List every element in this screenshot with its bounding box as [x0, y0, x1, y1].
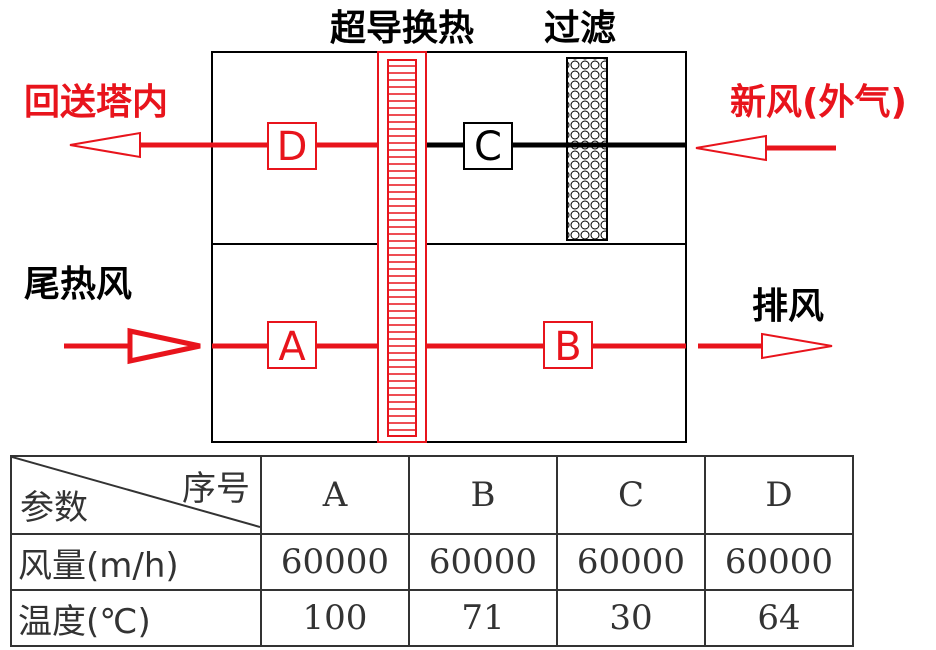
table-cell: 64: [704, 589, 854, 647]
corner-bottom-label: 参数: [20, 488, 88, 528]
row-label: 温度(℃): [10, 589, 262, 647]
svg-text:C: C: [474, 124, 502, 170]
housing-box: [211, 51, 687, 443]
table-cell: 60000: [408, 533, 558, 591]
fresh-air-label: 新风(外气): [730, 82, 907, 123]
filter-mesh: [566, 57, 608, 241]
waste-heat-label: 尾热风: [24, 264, 132, 305]
table-row: 温度(℃) 100 71 30 64: [10, 589, 854, 647]
heat-exchange-diagram: D C A B 超导换热 过滤 回送塔内 新风(外气) 尾热风 排风: [24, 8, 907, 443]
column-header: A: [260, 455, 410, 535]
svg-text:D: D: [277, 124, 308, 170]
parameter-table: 序号 参数 A B C D 风量(m/h) 60000 60000 60000 …: [10, 455, 854, 647]
exchanger-label: 超导换热: [330, 8, 474, 49]
table-cell: 60000: [260, 533, 410, 591]
node-b: B: [543, 321, 593, 370]
corner-diagonal: [12, 457, 260, 528]
column-header: B: [408, 455, 558, 535]
filter-label: 过滤: [544, 8, 616, 49]
return-label: 回送塔内: [24, 82, 168, 123]
row-label: 风量(m/h): [10, 533, 262, 591]
corner-top-label: 序号: [182, 469, 250, 509]
table-row: 风量(m/h) 60000 60000 60000 60000: [10, 533, 854, 591]
node-a: A: [267, 321, 317, 370]
table-cell: 60000: [704, 533, 854, 591]
fresh-air-arrow: [695, 134, 836, 162]
exhaust-arrow: [698, 332, 833, 360]
node-d: D: [267, 122, 317, 170]
svg-text:B: B: [554, 324, 581, 370]
table-corner-cell: 序号 参数: [10, 455, 262, 535]
waste-heat-arrow: [64, 327, 201, 365]
table-cell: 60000: [556, 533, 706, 591]
svg-text:A: A: [278, 324, 306, 370]
column-header: D: [704, 455, 854, 535]
table-cell: 30: [556, 589, 706, 647]
table-cell: 100: [260, 589, 410, 647]
exhaust-label: 排风: [752, 286, 824, 327]
heat-exchanger: [377, 51, 427, 443]
node-c: C: [463, 122, 513, 170]
column-header: C: [556, 455, 706, 535]
return-arrow: [69, 131, 212, 159]
table-cell: 71: [408, 589, 558, 647]
